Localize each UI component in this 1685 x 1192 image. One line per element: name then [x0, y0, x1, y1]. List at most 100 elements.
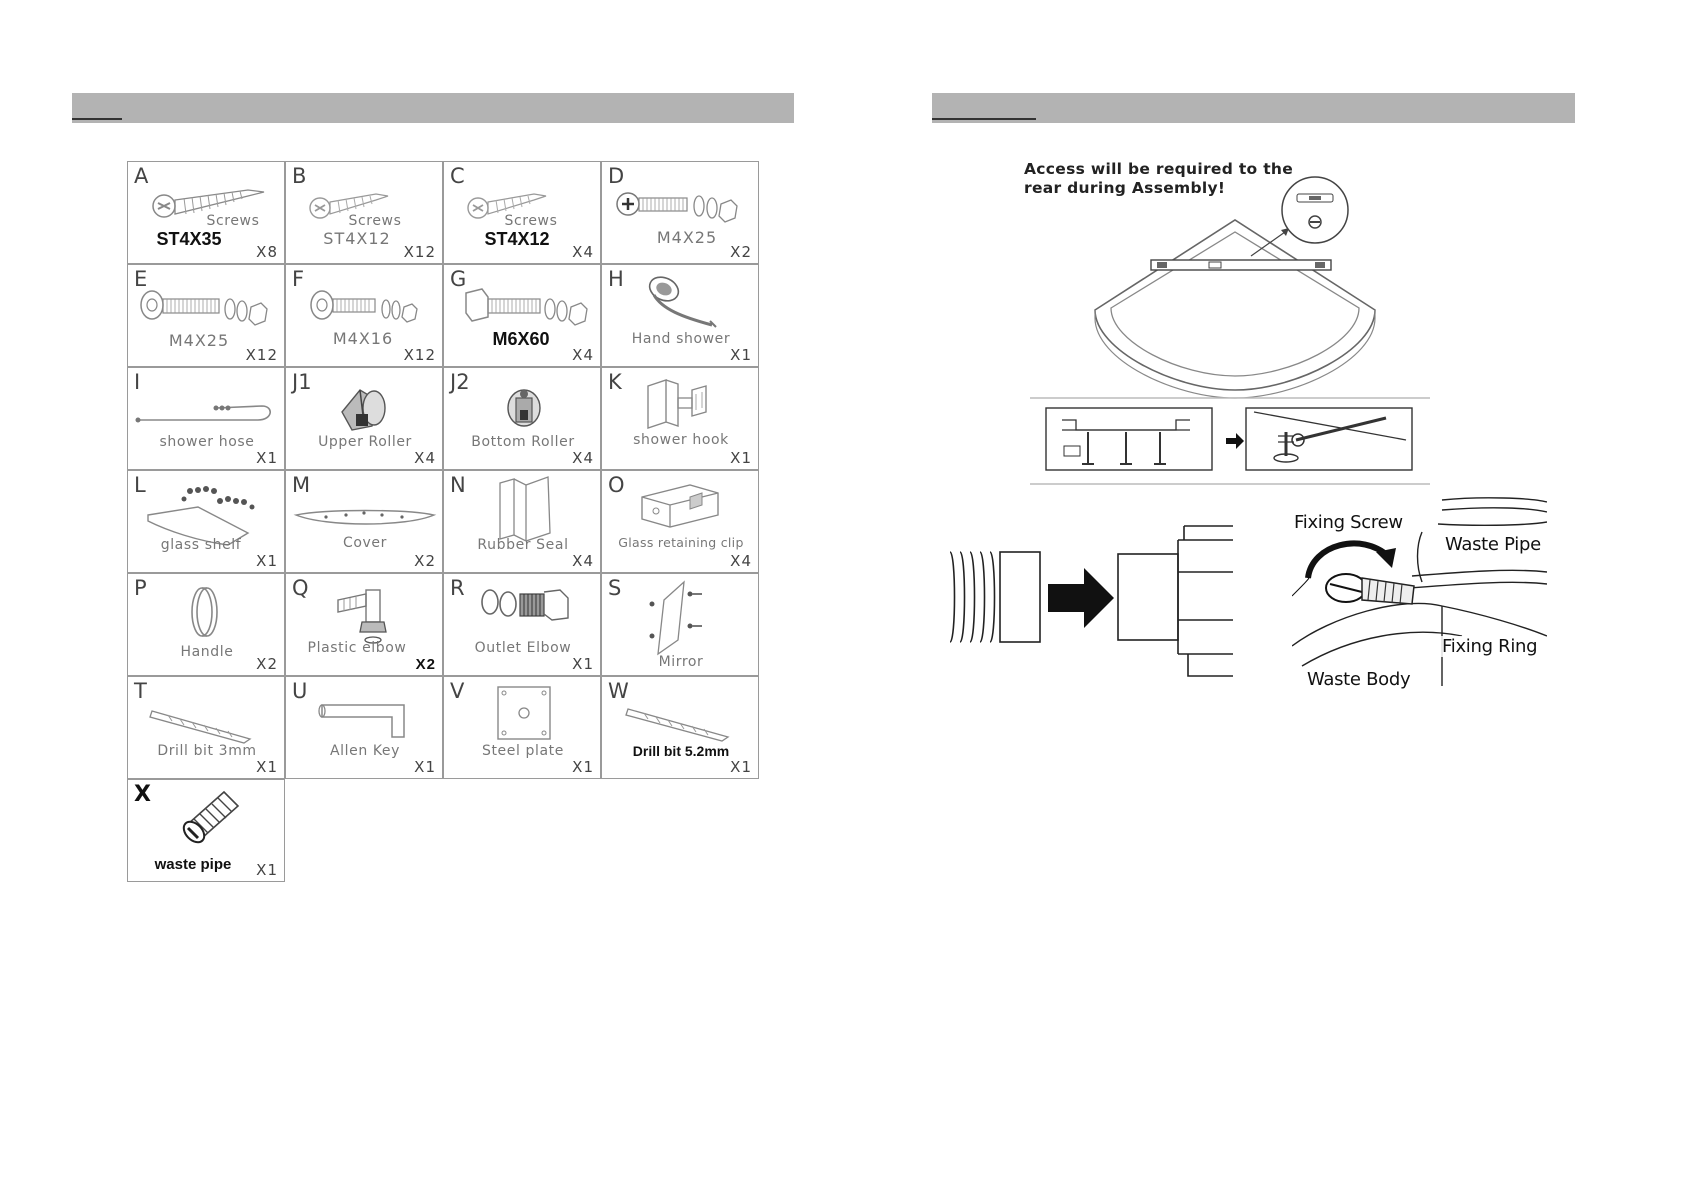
- assembly-note: Access will be required to the rear duri…: [1024, 160, 1293, 198]
- part-letter: A: [134, 164, 149, 188]
- part-qty: X4: [414, 449, 436, 467]
- part-cell-u: U Allen Key X1: [285, 676, 443, 779]
- screw-icon: [1325, 573, 1415, 605]
- part-qty: X4: [572, 346, 594, 364]
- part-name: Screws: [206, 213, 260, 229]
- part-letter: J2: [450, 370, 470, 394]
- screw-icon: [467, 193, 547, 219]
- part-letter: N: [450, 473, 466, 497]
- part-cell-o: O Glass retaining clip X4: [601, 470, 759, 573]
- bolt-icon: [140, 290, 268, 326]
- drill-bit-icon: [625, 708, 730, 742]
- part-spec: M4X25: [656, 228, 718, 247]
- part-letter: L: [134, 473, 146, 497]
- part-letter: T: [134, 679, 147, 703]
- part-qty: X1: [256, 758, 278, 776]
- arrow-right-icon: [1048, 568, 1114, 628]
- bolt-icon: [310, 290, 418, 323]
- drill-bit-icon: [149, 710, 252, 744]
- bolt-icon: [465, 288, 588, 326]
- part-cell-m: M Cover X2: [285, 470, 443, 573]
- part-qty: X4: [572, 552, 594, 570]
- part-cell-j1: J1 Upper Roller X4: [285, 367, 443, 470]
- bottom-roller-icon: [507, 389, 541, 427]
- part-cell-n: N Rubber Seal X4: [443, 470, 601, 573]
- part-cell-r: R Outlet Elbow X1: [443, 573, 601, 676]
- part-spec: M4X25: [168, 331, 230, 350]
- part-cell-i: I shower hose X1: [127, 367, 285, 470]
- part-cell-a: A Screws ST4X35 X8: [127, 161, 285, 264]
- part-cell-t: T Drill bit 3mm X1: [127, 676, 285, 779]
- section-header-left: [72, 93, 794, 123]
- part-spec: ST4X12: [323, 229, 391, 248]
- part-letter: P: [134, 576, 147, 600]
- part-name: Drill bit 3mm: [157, 743, 257, 759]
- part-name: Screws: [348, 213, 402, 229]
- hand-shower-icon: [648, 276, 717, 328]
- part-qty: X1: [730, 346, 752, 364]
- part-qty: X8: [256, 243, 278, 261]
- part-cell-x: X waste pipe X1: [127, 779, 285, 882]
- glass-shelf-icon: [147, 486, 255, 546]
- part-cell-d: D M4X25 X2: [601, 161, 759, 264]
- part-qty: X2: [414, 552, 436, 570]
- part-cell-j2: J2 Bottom Roller X4: [443, 367, 601, 470]
- part-cell-p: P Handle X2: [127, 573, 285, 676]
- part-letter: H: [608, 267, 624, 291]
- part-letter: J1: [292, 370, 312, 394]
- steel-plate-icon: [497, 686, 551, 740]
- part-name: Handle: [180, 644, 234, 660]
- part-qty: X2: [730, 243, 752, 261]
- part-qty: X4: [730, 552, 752, 570]
- shower-tray-icon: [1094, 176, 1376, 399]
- part-qty: X12: [403, 346, 436, 364]
- bolt-icon: [616, 192, 738, 223]
- part-qty: X1: [256, 449, 278, 467]
- part-letter: Q: [292, 576, 309, 600]
- fixing-screw-diagram: [1292, 497, 1547, 686]
- part-letter: U: [292, 679, 308, 703]
- part-qty: X2: [415, 656, 436, 673]
- part-letter: S: [608, 576, 622, 600]
- part-qty: X1: [730, 758, 752, 776]
- handle-icon: [191, 587, 218, 637]
- part-qty: X12: [403, 243, 436, 261]
- parts-list-grid: A Screws ST4X35 X8 B Screws ST4X12 X12 C…: [127, 161, 759, 885]
- part-name: Allen Key: [329, 743, 401, 759]
- outlet-elbow-icon: [481, 589, 569, 621]
- part-cell-f: F M4X16 X12: [285, 264, 443, 367]
- rotate-arrow-icon: [1305, 540, 1391, 579]
- part-cell-l: L glass shelf X1: [127, 470, 285, 573]
- label-fixing-screw: Fixing Screw: [1292, 512, 1405, 533]
- part-spec: ST4X12: [484, 229, 550, 249]
- part-qty: X4: [572, 243, 594, 261]
- part-qty: X2: [256, 655, 278, 673]
- part-cell-h: H Hand shower X1: [601, 264, 759, 367]
- retaining-clip-icon: [641, 484, 719, 528]
- part-name: Glass retaining clip: [618, 535, 744, 550]
- part-letter: M: [292, 473, 311, 497]
- note-line: Access will be required to the: [1024, 160, 1294, 178]
- part-name: Mirror: [658, 654, 704, 670]
- part-letter: X: [134, 782, 151, 807]
- label-waste-body: Waste Body: [1305, 669, 1413, 690]
- part-letter: B: [292, 164, 307, 188]
- part-name: waste pipe: [154, 856, 232, 873]
- part-cell-b: B Screws ST4X12 X12: [285, 161, 443, 264]
- note-line: rear during Assembly!: [1024, 179, 1226, 197]
- mirror-icon: [649, 580, 702, 656]
- rubber-seal-icon: [499, 476, 551, 543]
- part-letter: C: [450, 164, 465, 188]
- part-qty: X1: [256, 552, 278, 570]
- spanner-icon: [1291, 416, 1387, 447]
- part-letter: I: [134, 370, 141, 394]
- part-spec: M6X60: [492, 329, 550, 349]
- label-fixing-ring: Fixing Ring: [1440, 636, 1540, 657]
- screw-icon: [309, 193, 389, 219]
- header-underline: [72, 118, 122, 120]
- part-cell-s: S Mirror: [601, 573, 759, 676]
- arrow-right-icon: [1226, 433, 1244, 449]
- leg-adjust-diagram: [1030, 397, 1430, 485]
- shower-hose-icon: [135, 405, 271, 423]
- part-name: shower hook: [633, 432, 729, 448]
